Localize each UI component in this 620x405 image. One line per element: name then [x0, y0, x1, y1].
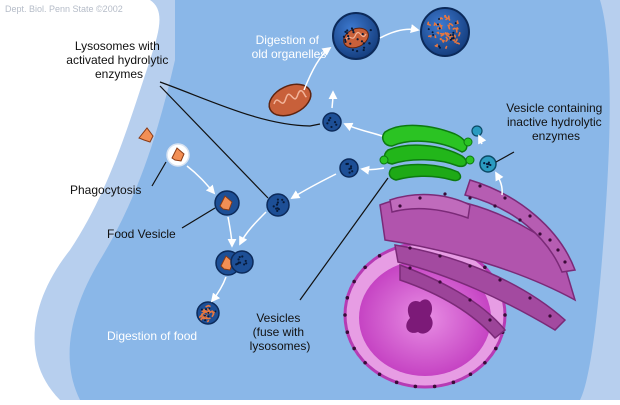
autophagosome: [332, 12, 380, 60]
fusing-vesicles: [215, 250, 254, 276]
food-vesicle: [214, 190, 240, 216]
label-lysosomes: Lysosomes with activated hydrolytic enzy…: [66, 39, 171, 81]
label-digestion-of-food: Digestion of food: [107, 329, 197, 343]
label-food-vesicle: Food Vesicle: [107, 227, 176, 241]
golgi-apparatus: [379, 124, 475, 182]
inactive-enzyme-vesicle-small: [471, 125, 483, 137]
digested-organelle-vesicle: [420, 7, 470, 57]
lysosome-near-golgi: [339, 158, 359, 178]
digested-food-vesicle: [196, 301, 220, 325]
food-particle: [138, 127, 154, 143]
label-vesicle-inactive: Vesicle containing inactive hydrolytic e…: [506, 101, 605, 143]
label-phagocytosis: Phagocytosis: [70, 183, 141, 197]
credit-text: Dept. Biol. Penn State ©2002: [5, 4, 123, 14]
lysosome-near-food: [266, 193, 290, 217]
mitochondrion: [268, 83, 312, 117]
ribosomes: [398, 184, 567, 322]
lysosome-near-organelle: [322, 112, 342, 132]
endoplasmic-reticulum: [379, 179, 577, 340]
nucleolus: [406, 299, 433, 334]
label-digestion-old-organelles: Digestion of old organelles: [252, 33, 327, 61]
label-vesicles-fuse: Vesicles (fuse with lysosomes): [250, 311, 311, 353]
phagocytosis-vesicle: [166, 143, 190, 167]
label-leader-lines: [151, 81, 515, 301]
inactive-enzyme-vesicle: [479, 155, 497, 173]
pathway-arrows: [186, 24, 504, 303]
